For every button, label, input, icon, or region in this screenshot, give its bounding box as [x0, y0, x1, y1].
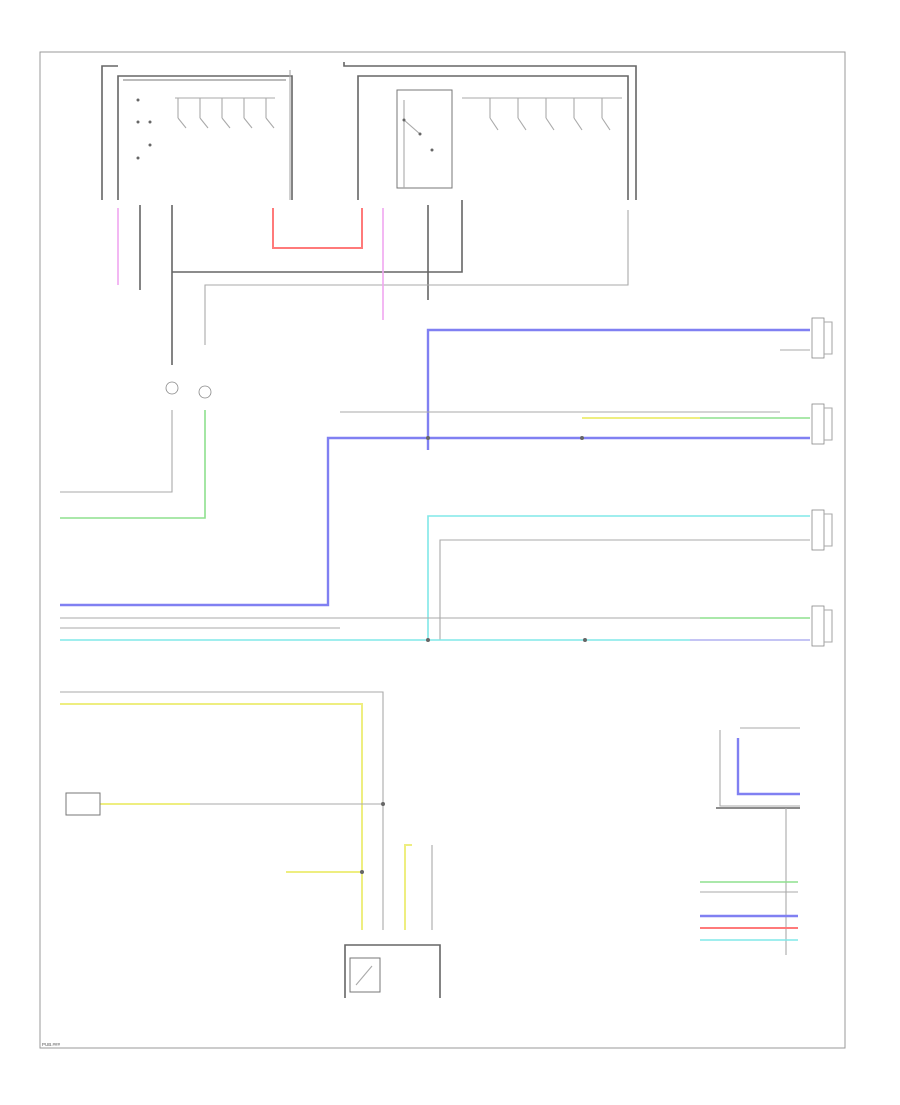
blue-wire-upper	[426, 328, 810, 450]
audio-amp-connector	[700, 727, 800, 955]
tweeter-right	[811, 317, 833, 359]
switch-contacts-right	[462, 97, 622, 131]
yellow-wire-lower	[60, 703, 363, 930]
tweeter-left	[811, 509, 833, 551]
yellow-wire-meter	[404, 844, 412, 930]
blue-wire-loop	[736, 738, 800, 796]
front-speaker-left	[811, 605, 833, 647]
combination-meter	[344, 944, 441, 998]
blue-wire-main	[60, 436, 810, 607]
front-speaker-right	[811, 403, 833, 445]
top-left-module	[101, 65, 293, 200]
ground-bus	[172, 200, 463, 273]
relay-box	[396, 89, 453, 189]
top-right-module	[343, 62, 637, 200]
footer-ref: PUB.###	[42, 1042, 61, 1047]
fuse-right	[198, 385, 212, 399]
red-wire	[272, 208, 363, 249]
sensor-box	[65, 792, 101, 816]
cyan-wire-upper	[427, 515, 810, 640]
green-wire-left	[60, 410, 206, 519]
diagram-frame	[39, 51, 846, 1049]
switch-contacts-left	[136, 97, 275, 160]
fuse-left	[165, 381, 179, 395]
